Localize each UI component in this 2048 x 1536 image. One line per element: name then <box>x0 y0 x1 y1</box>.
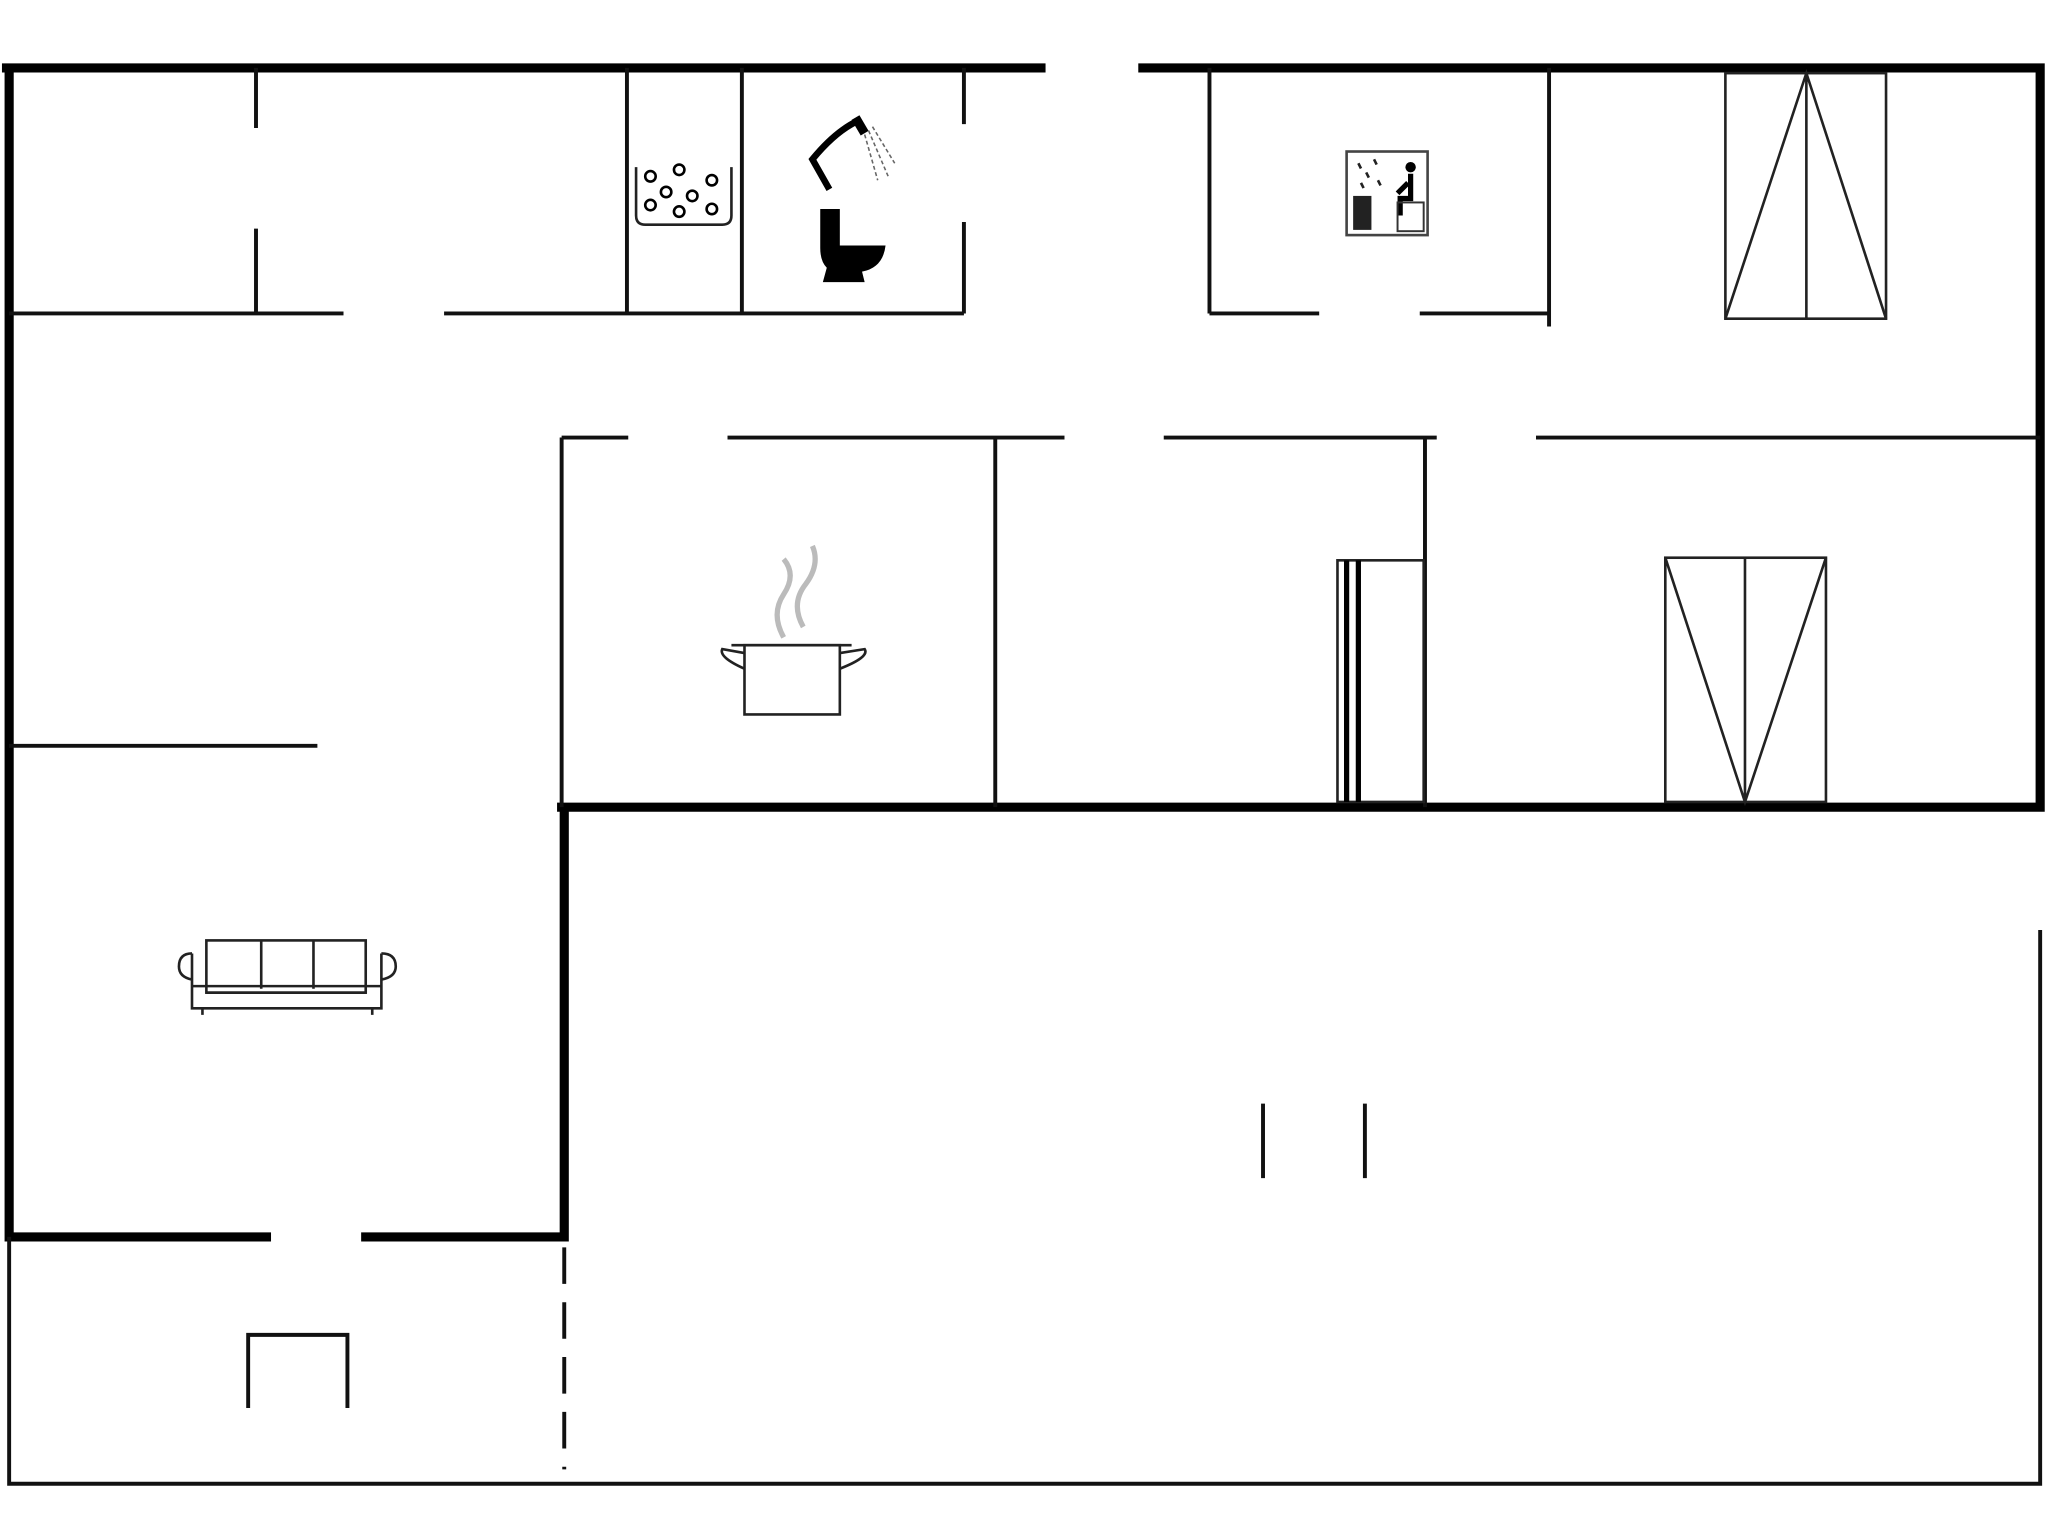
wardrobe-icon <box>1724 68 1888 320</box>
cooking-pot-icon <box>720 544 867 716</box>
sauna-icon <box>1345 150 1429 237</box>
toilet-icon <box>820 208 886 283</box>
stairs-icon <box>246 1332 350 1408</box>
annex-outline <box>7 929 2043 1486</box>
exterior-walls <box>1 63 2045 1242</box>
closet-icon <box>1336 559 1425 804</box>
jacuzzi-icon <box>634 163 733 226</box>
shower-icon <box>808 115 896 191</box>
sofa-icon <box>177 939 398 1015</box>
wardrobe-icon <box>1663 556 1828 807</box>
interior-walls <box>9 67 2041 1179</box>
